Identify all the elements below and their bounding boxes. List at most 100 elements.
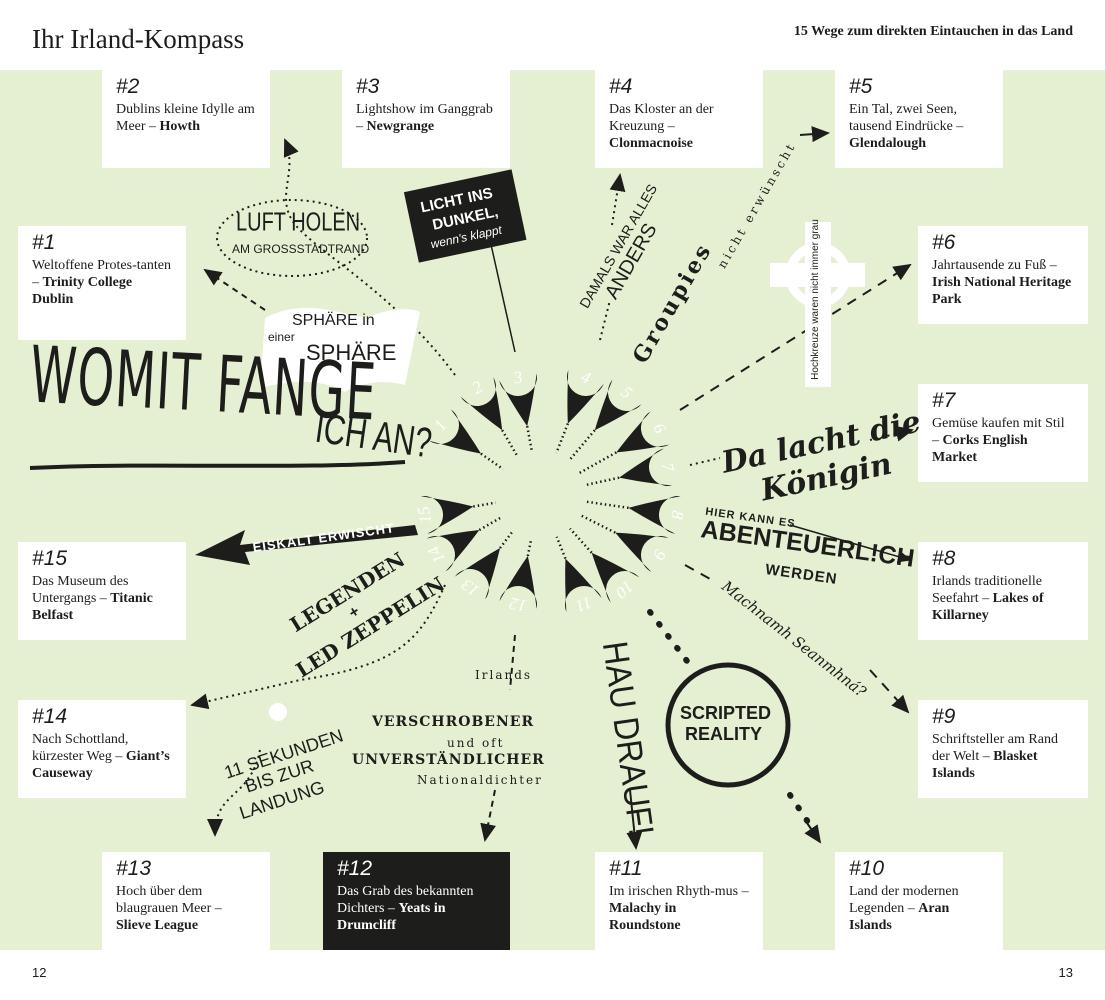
pin-number: 5 (617, 382, 636, 402)
box-text: Irlands traditionelle Seefahrt – (932, 574, 1043, 606)
arrow-to-10 (787, 792, 823, 843)
background-panel (0, 70, 1105, 950)
sun-icon (269, 703, 287, 721)
box-number: #3 (356, 75, 380, 98)
box-place: Lakes of Killarney (932, 591, 1044, 623)
box-number: #9 (932, 705, 956, 728)
pin-shape (564, 558, 602, 613)
phrase-scripted2: REALITY (685, 724, 763, 744)
box-place: Irish National Heritage Park (932, 275, 1072, 307)
pin-number: 6 (649, 420, 670, 437)
pin-dotted-line (473, 501, 496, 508)
pin-4: 4 (555, 367, 604, 454)
open-book-shape (260, 307, 420, 392)
phrase-irl2: VERSCHROBENER (372, 714, 535, 730)
box-number: #14 (32, 705, 68, 728)
arrow-to-10-head (804, 819, 822, 844)
box-number: #6 (932, 231, 956, 254)
box-number: #7 (932, 389, 956, 412)
box-place: Howth (159, 119, 200, 134)
box-text: Schriftsteller am Rand der Welt – (932, 732, 1058, 764)
page-number-right: 13 (1058, 965, 1073, 980)
phrase-irl3: und oft (447, 736, 505, 750)
pin-shape (628, 495, 681, 534)
box-number: #15 (32, 547, 68, 570)
box-place: Corks English Market (932, 433, 1028, 465)
pin-shape (616, 411, 670, 453)
pin-shape (591, 552, 640, 603)
box-number: #10 (849, 857, 885, 880)
box-place: Glendalough (849, 136, 927, 151)
box-text: Das Grab des bekannten Dichters – (337, 884, 474, 916)
box-place: Clonmacnoise (609, 136, 693, 151)
arrow-to-1 (203, 268, 266, 311)
pin-dotted-line (480, 452, 504, 471)
pin-shape (429, 409, 481, 454)
pin-number: 11 (573, 593, 595, 616)
pin-number: 13 (458, 575, 483, 600)
box-text: Das Kloster an der Kreuzung – (609, 102, 714, 134)
pin-shape (594, 379, 642, 431)
box-number: #8 (932, 547, 956, 570)
arrow-to-8 (789, 524, 912, 563)
pin-7: 7 (583, 448, 678, 487)
pin-shape (454, 548, 501, 600)
pin-shape (499, 373, 537, 427)
box-number: #5 (849, 75, 873, 98)
pin-shape (619, 448, 673, 486)
pin-11: 11 (555, 536, 602, 616)
pin-shape (499, 555, 538, 609)
box-place: Newgrange (366, 119, 435, 134)
box-text: Gemüse kaufen mit Stil – (932, 416, 1065, 448)
box-text: Weltoffene Protes-tanten – (32, 258, 171, 290)
pin-8: 8 (584, 495, 688, 534)
phrase-irl1: Irlands (475, 668, 533, 682)
pin-dotted-line (525, 425, 533, 451)
box-place: Blasket Islands (932, 749, 1038, 781)
phrase-sphaere3: SPHÄRE (306, 340, 397, 365)
box-place: Aran Islands (849, 901, 950, 933)
pin-15: 15 (414, 496, 496, 534)
scripted-reality-circle (665, 662, 791, 788)
pin-shape (426, 530, 480, 572)
pin-number: 14 (424, 542, 449, 567)
pin-number: 15 (414, 505, 436, 525)
box-text: Jahrtausende zu Fuß – (932, 258, 1057, 273)
box-place: Titanic Belfast (32, 591, 153, 623)
pin-shape (420, 496, 474, 534)
box-number: #4 (609, 75, 633, 98)
box-place: Trinity College Dublin (32, 275, 133, 307)
page-title: Ihr Irland-Kompass (32, 24, 245, 54)
pin-dotted-line (583, 476, 620, 487)
box-number: #12 (337, 857, 373, 880)
page-subtitle: 15 Wege zum direkten Eintauchen in das L… (793, 24, 1073, 39)
pin-number: 3 (511, 367, 524, 387)
box-text: Im irischen Rhyth-mus – (609, 884, 749, 899)
pin-number: 8 (667, 509, 687, 521)
pin-dotted-line (526, 538, 533, 557)
box-text: Das Museum des Untergangs – (32, 574, 129, 606)
box-place: Slieve League (116, 918, 199, 933)
phrase-luft2: AM GROSSSTADTRAND (232, 242, 370, 256)
box-number: #13 (116, 857, 152, 880)
pin-shape (566, 370, 604, 424)
pin-dotted-line (584, 500, 629, 510)
phrase-luft1: LUFT HOLEN (236, 208, 361, 238)
arrow-dots-10 (647, 609, 693, 668)
box-text: Ein Tal, zwei Seen, tausend Eindrücke – (849, 102, 964, 134)
arrow-to-5 (799, 126, 830, 143)
box-number: #11 (609, 857, 643, 880)
pin-dotted-line (478, 516, 502, 532)
pin-number: 9 (649, 547, 670, 564)
arrow-to-7 (689, 430, 912, 466)
pin-number: 7 (657, 461, 678, 475)
